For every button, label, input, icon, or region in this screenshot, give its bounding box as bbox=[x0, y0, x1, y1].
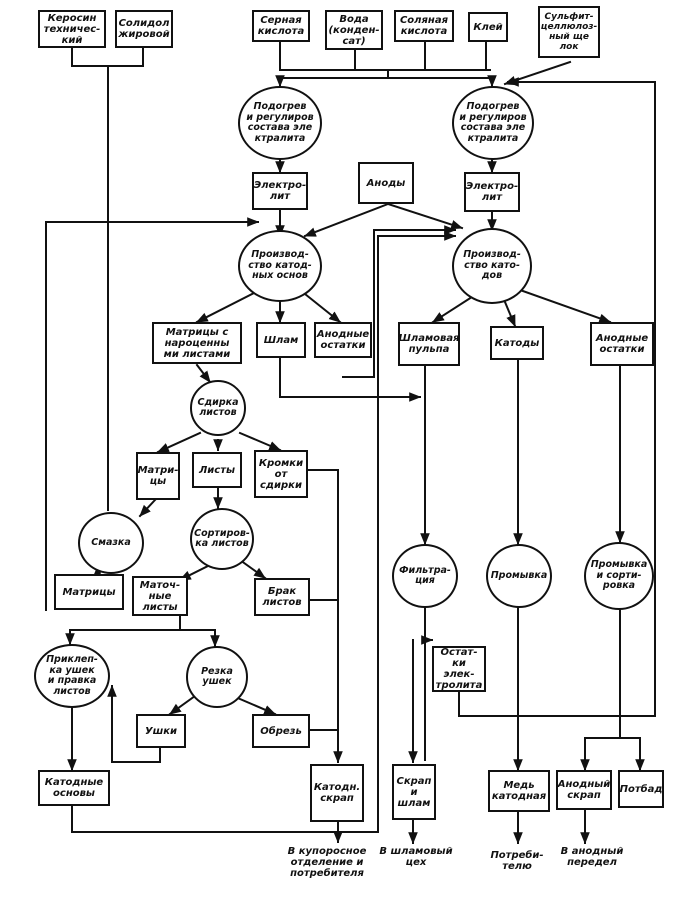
scrap-and-slime-box: Скрап и шлам bbox=[392, 764, 436, 820]
stripping-circle: Сдирка листов bbox=[190, 380, 246, 436]
sorting-circle: Сортиров- ка листов bbox=[190, 508, 254, 570]
glue-box: Клей bbox=[468, 12, 508, 42]
kerosene-box: Керосин техничес- кий bbox=[38, 10, 106, 48]
loop-cutting-circle: Резка ушек bbox=[186, 646, 248, 708]
sludge-left-box: Шлам bbox=[256, 322, 306, 358]
matrices-with-sheets-box: Матрицы с нароценны ми листами bbox=[152, 322, 242, 364]
washing-circle: Промывка bbox=[486, 544, 552, 608]
water-box: Вода (конден- сат) bbox=[325, 10, 383, 50]
electrolyte-left-box: Электро- лит bbox=[252, 172, 308, 210]
cathode-base-production-circle: Производ- ство катод- ных основ bbox=[238, 230, 322, 302]
sulfite-liquor-box: Сульфит- целлюлоз- ный ще лок bbox=[538, 6, 600, 58]
electrolyte-right-box: Электро- лит bbox=[464, 172, 520, 212]
trimmings-box: Обрезь bbox=[252, 714, 310, 748]
electrolyte-residue-box: Остат- ки элек- тролита bbox=[432, 646, 486, 692]
cathodes-box: Катоды bbox=[490, 326, 544, 360]
losses-box: Потбад bbox=[618, 770, 664, 808]
cathode-copper-box: Медь катодная bbox=[488, 770, 550, 812]
loop-riveting-circle: Приклеп- ка ушек и правка листов bbox=[34, 644, 110, 708]
cathode-scrap-box: Катодн. скрап bbox=[310, 764, 364, 822]
parent-sheets-box: Маточ- ные листы bbox=[132, 576, 188, 616]
lubrication-circle: Смазка bbox=[78, 512, 144, 574]
output-consumer: Потреби- телю bbox=[490, 850, 544, 872]
electrolyte-prep-left-circle: Подогрев и регулиров состава эле ктралит… bbox=[238, 86, 322, 160]
output-copper-sulfate: В купоросное отделение и потребителя bbox=[287, 846, 367, 879]
hydrochloric-acid-box: Соляная кислота bbox=[394, 10, 454, 42]
loops-box: Ушки bbox=[136, 714, 186, 748]
edges-box: Кромки от сдирки bbox=[254, 450, 308, 498]
sheets-box: Листы bbox=[192, 452, 242, 488]
electrolyte-prep-right-circle: Подогрев и регулиров состава эле ктралит… bbox=[452, 86, 534, 160]
reject-sheets-box: Брак листов bbox=[254, 578, 310, 616]
washing-sorting-circle: Промывка и сорти- ровка bbox=[584, 542, 654, 610]
filtration-circle: Фильтра- ция bbox=[392, 544, 458, 608]
cathode-bases-box: Катодные основы bbox=[38, 770, 110, 806]
output-slime-shop: В шламовый цех bbox=[379, 846, 453, 868]
matrices-box: Матри- цы bbox=[136, 452, 180, 500]
anode-remains-left-box: Анодные остатки bbox=[314, 322, 372, 358]
sulfuric-acid-box: Серная кислота bbox=[252, 10, 310, 42]
slime-pulp-box: Шламовая пульпа bbox=[398, 322, 460, 366]
matrices-out-box: Матрицы bbox=[54, 574, 124, 610]
cathode-production-circle: Производ- ство като- дов bbox=[452, 228, 532, 304]
anode-scrap-box: Анодный скрап bbox=[556, 770, 612, 810]
anode-remains-right-box: Анодные остатки bbox=[590, 322, 654, 366]
anodes-box: Аноды bbox=[358, 162, 414, 204]
output-anode-stage: В анодный передел bbox=[560, 846, 624, 868]
grease-box: Солидол жировой bbox=[115, 10, 173, 48]
